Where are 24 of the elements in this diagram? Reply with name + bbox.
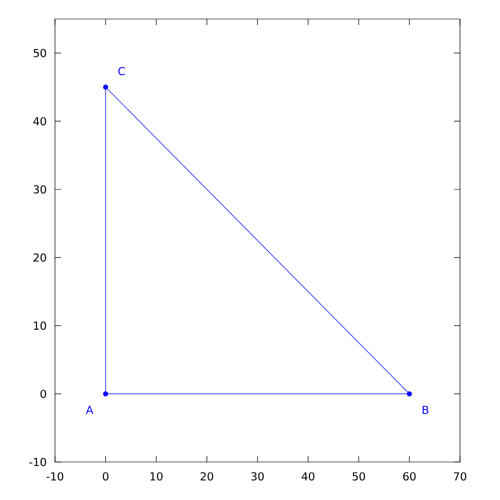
tick-label: 10 bbox=[34, 322, 46, 330]
tick-label: 0 bbox=[102, 472, 108, 481]
point-label: A bbox=[86, 406, 94, 414]
tick-label: 10 bbox=[150, 472, 162, 481]
tick-label: 50 bbox=[352, 472, 365, 481]
point-label: B bbox=[422, 406, 428, 414]
tick-label: 0 bbox=[40, 390, 46, 398]
tick-label: 30 bbox=[251, 472, 264, 481]
tick-label: 40 bbox=[33, 117, 46, 126]
tick-label: 20 bbox=[200, 472, 214, 481]
tick-label: -10 bbox=[29, 458, 46, 466]
triangle-side bbox=[105, 86, 106, 394]
point-marker bbox=[103, 391, 108, 396]
tick-label: 70 bbox=[454, 472, 466, 481]
tick-label: 40 bbox=[302, 472, 314, 481]
point-marker bbox=[406, 391, 412, 396]
tick-label: 50 bbox=[34, 48, 46, 58]
tick-label: -10 bbox=[46, 472, 64, 481]
point-marker bbox=[103, 84, 108, 90]
triangle-side bbox=[105, 86, 410, 394]
tick-label: 20 bbox=[34, 253, 46, 262]
tick-label: 60 bbox=[403, 472, 416, 481]
tick-label: 30 bbox=[34, 185, 46, 194]
point-label: C bbox=[118, 67, 125, 76]
